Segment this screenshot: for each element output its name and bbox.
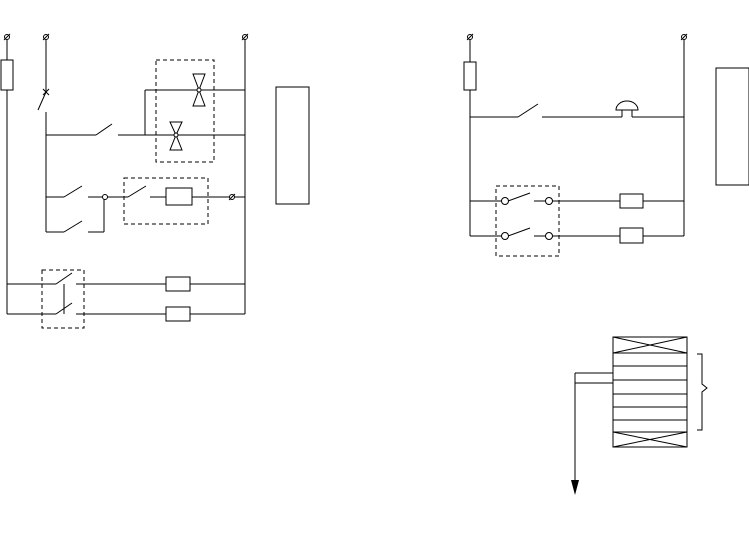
contact-group-box [495,185,560,257]
disconnect-switch-icon [37,88,50,111]
solenoid-valve-icon [169,121,183,151]
terminal-icon [42,33,50,41]
relay-coil-icon [165,187,193,206]
switch-icon [470,103,622,118]
switch-icon [7,272,166,285]
valve-group-box [155,59,215,163]
terminal-icon [102,194,108,200]
bell-icon [615,100,639,117]
left-circuit [0,33,310,329]
switch-group-box [41,269,85,329]
contact-icon [470,192,620,205]
relay-coil-icon [619,193,644,209]
coil-body [612,336,688,448]
switch-icon [46,199,105,233]
label-box [715,67,749,186]
coil-assembly [571,336,708,495]
fuse-icon [463,61,477,91]
switch-icon [124,185,166,198]
relay-group-box [123,177,209,225]
right-circuit [463,33,749,257]
solenoid-valve-icon [186,73,206,107]
contact-icon [470,227,620,240]
terminal-icon [241,33,249,41]
label-box [275,86,310,205]
terminal-icon [228,193,236,201]
switch-icon [7,302,166,315]
terminal-icon [3,33,11,41]
terminal-icon [680,33,688,41]
relay-coil-icon [165,276,191,292]
switch-icon [46,123,245,136]
terminal-icon [466,33,474,41]
relay-coil-icon [165,306,191,322]
arrow-down-icon [571,480,579,495]
brace-icon [697,353,708,431]
relay-coil-icon [619,227,644,244]
fuse-icon [0,59,14,91]
switch-icon [46,185,104,198]
